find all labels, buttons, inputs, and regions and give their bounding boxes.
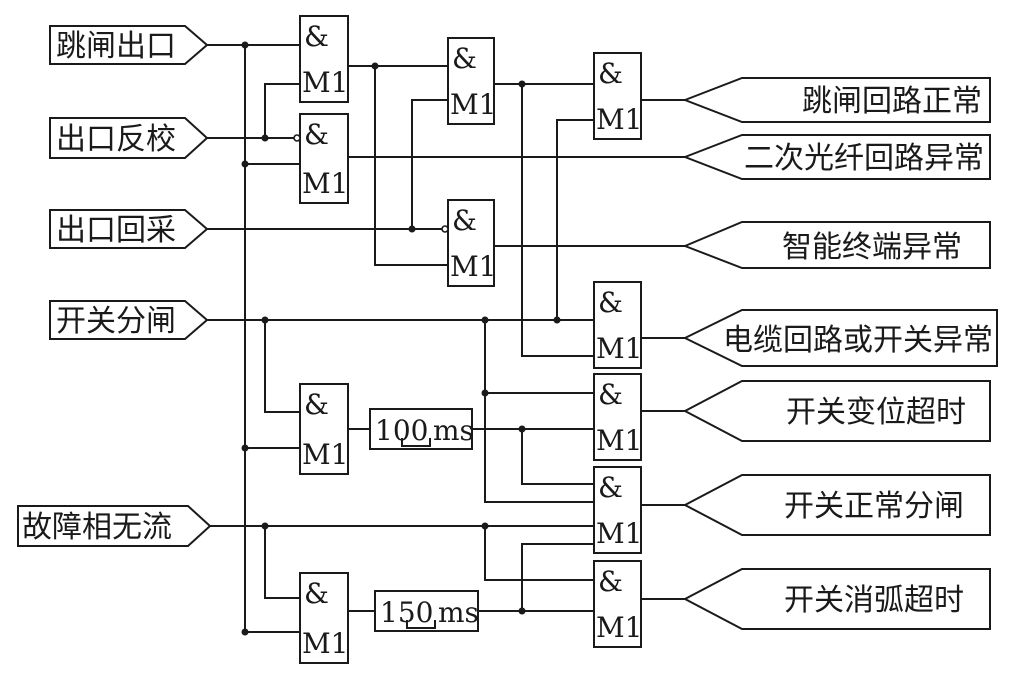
and-gate-2: & M1	[293, 113, 349, 204]
gate-body	[593, 52, 642, 140]
gate-and-symbol: &	[304, 118, 329, 151]
timer-150ms: 150 ms	[374, 590, 479, 632]
output-terminal-abnormal: 智能终端异常	[682, 221, 991, 269]
gate-label: M1	[596, 424, 642, 457]
svg-text:ms: ms	[438, 596, 479, 629]
svg-text:跳闸出口: 跳闸出口	[56, 29, 176, 64]
and-gate-6: & M1	[593, 281, 642, 369]
gate-body	[593, 373, 642, 461]
wires	[207, 44, 685, 633]
and-gate-10: & M1	[299, 572, 349, 664]
and-gate-1: & M1	[299, 15, 349, 103]
junction-dots	[241, 41, 561, 636]
gate-label: M1	[302, 438, 348, 471]
svg-text:出口回采: 出口回采	[56, 213, 176, 248]
gate-label: M1	[302, 66, 348, 99]
output-arc-extinguish-timeout: 开关消弧超时	[682, 568, 991, 630]
svg-text:开关变位超时: 开关变位超时	[786, 395, 966, 430]
gate-and-symbol: &	[452, 204, 477, 237]
output-trip-loop-ok: 跳闸回路正常	[682, 77, 991, 123]
and-gate-9: & M1	[593, 466, 642, 554]
output-fiber-loop-abnormal: 二次光纤回路异常	[682, 134, 991, 180]
gate-body	[299, 113, 349, 204]
gate-and-symbol: &	[598, 57, 623, 90]
svg-text:智能终端异常: 智能终端异常	[782, 230, 962, 265]
gate-and-symbol: &	[304, 388, 329, 421]
gate-and-symbol: &	[598, 378, 623, 411]
input-fault-no-current: 故障相无流	[17, 505, 212, 547]
svg-text:跳闸回路正常: 跳闸回路正常	[802, 84, 982, 119]
input-switch-open: 开关分闸	[49, 300, 209, 340]
gates: & M1 & M1 & M1 & M1 & M1 & M1 & M1 & M1 & M1 & M1 & M1	[293, 15, 642, 664]
gate-body	[447, 37, 495, 125]
output-switch-normal-open: 开关正常分闸	[682, 474, 991, 536]
input-out-check: 出口反校	[49, 117, 209, 159]
gate-body	[447, 199, 495, 287]
gate-label: M1	[302, 627, 348, 660]
inverter-bubble	[293, 134, 301, 142]
and-gate-4: & M1	[441, 199, 496, 287]
gate-body	[593, 281, 642, 369]
gate-and-symbol: &	[598, 471, 623, 504]
and-gate-3: & M1	[447, 37, 496, 125]
svg-text:ms: ms	[433, 414, 474, 447]
input-trip-out: 跳闸出口	[49, 25, 209, 65]
timer-100ms: 100 ms	[369, 408, 474, 450]
inverter-bubble	[441, 225, 449, 233]
gate-label: M1	[450, 250, 496, 283]
and-gate-5: & M1	[593, 52, 642, 140]
svg-text:开关分闸: 开关分闸	[56, 304, 176, 339]
svg-text:二次光纤回路异常: 二次光纤回路异常	[744, 141, 984, 176]
gate-body	[299, 572, 349, 664]
gate-and-symbol: &	[304, 20, 329, 53]
gate-and-symbol: &	[304, 577, 329, 610]
gate-label: M1	[302, 167, 348, 200]
gate-label: M1	[596, 611, 642, 644]
output-switch-move-timeout: 开关变位超时	[682, 380, 991, 442]
svg-text:开关消弧超时: 开关消弧超时	[784, 583, 964, 618]
gate-and-symbol: &	[598, 286, 623, 319]
and-gate-11: & M1	[593, 560, 642, 648]
input-out-sample: 出口回采	[49, 209, 209, 249]
gate-and-symbol: &	[598, 565, 623, 598]
gate-and-symbol: &	[452, 42, 477, 75]
gate-label: M1	[596, 103, 642, 136]
gate-label: M1	[596, 517, 642, 550]
gate-body	[593, 466, 642, 554]
gate-label: M1	[596, 332, 642, 365]
svg-text:电缆回路或开关异常: 电缆回路或开关异常	[723, 323, 993, 358]
gate-label: M1	[450, 88, 496, 121]
svg-text:开关正常分闸: 开关正常分闸	[784, 489, 964, 524]
output-cable-or-switch-abnormal: 电缆回路或开关异常	[682, 309, 998, 367]
gate-body	[593, 560, 642, 648]
svg-text:故障相无流: 故障相无流	[22, 510, 172, 545]
gate-body	[299, 383, 349, 475]
and-gate-8: & M1	[593, 373, 642, 461]
gate-body	[299, 15, 349, 103]
and-gate-7: & M1	[299, 383, 349, 475]
svg-text:出口反校: 出口反校	[56, 122, 176, 157]
